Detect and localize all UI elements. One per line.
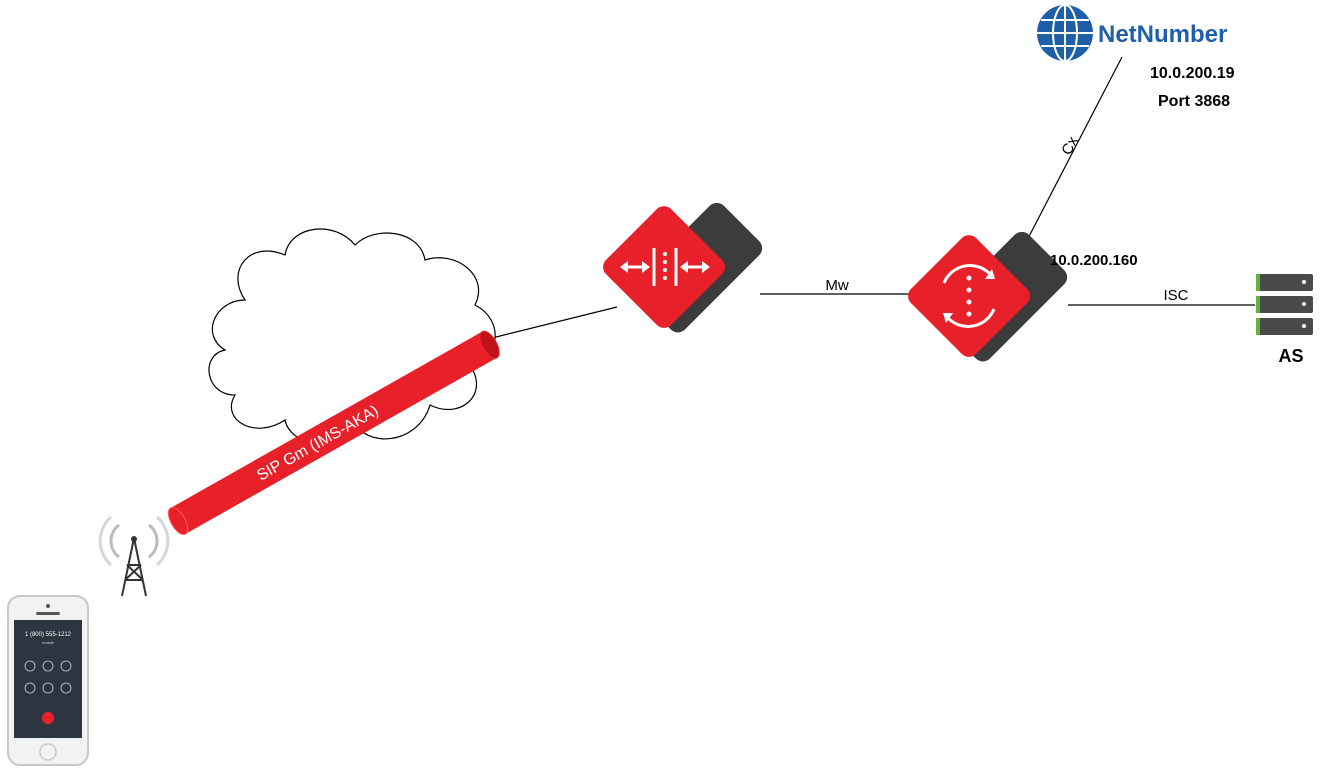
csm-label: CSM: [1005, 340, 1049, 384]
as-label: AS: [1278, 346, 1303, 366]
netnumber-logo: NetNumber: [1037, 5, 1227, 61]
smartphone-icon: 1 (800) 555-1212 mobile: [8, 596, 88, 765]
globe-icon: [1037, 5, 1093, 61]
svg-text:NetNumber: NetNumber: [1098, 21, 1227, 48]
link-cloud-sbc: [484, 307, 617, 340]
netnumber-ip: 10.0.200.19: [1150, 65, 1235, 82]
csm-ip: 10.0.200.160: [1050, 252, 1138, 269]
phone-screen-number: 1 (800) 555-1212: [25, 632, 72, 638]
netnumber-brand-number: Number: [1137, 21, 1228, 48]
cell-tower-icon: [100, 517, 168, 596]
netnumber-port: Port 3868: [1158, 93, 1230, 110]
sbc-node[interactable]: SBC: [599, 199, 766, 353]
as-node[interactable]: AS: [1256, 274, 1313, 366]
sbc-label: SBC: [702, 312, 743, 353]
phone-screen-status: mobile: [42, 640, 55, 645]
csm-node[interactable]: CSM: [904, 228, 1071, 384]
cx-label: Cx: [1058, 133, 1082, 158]
netnumber-brand-net: Net: [1098, 21, 1137, 48]
isc-label: ISC: [1163, 287, 1188, 304]
mw-label: Mw: [825, 277, 848, 294]
server-stack-icon: [1256, 274, 1313, 335]
